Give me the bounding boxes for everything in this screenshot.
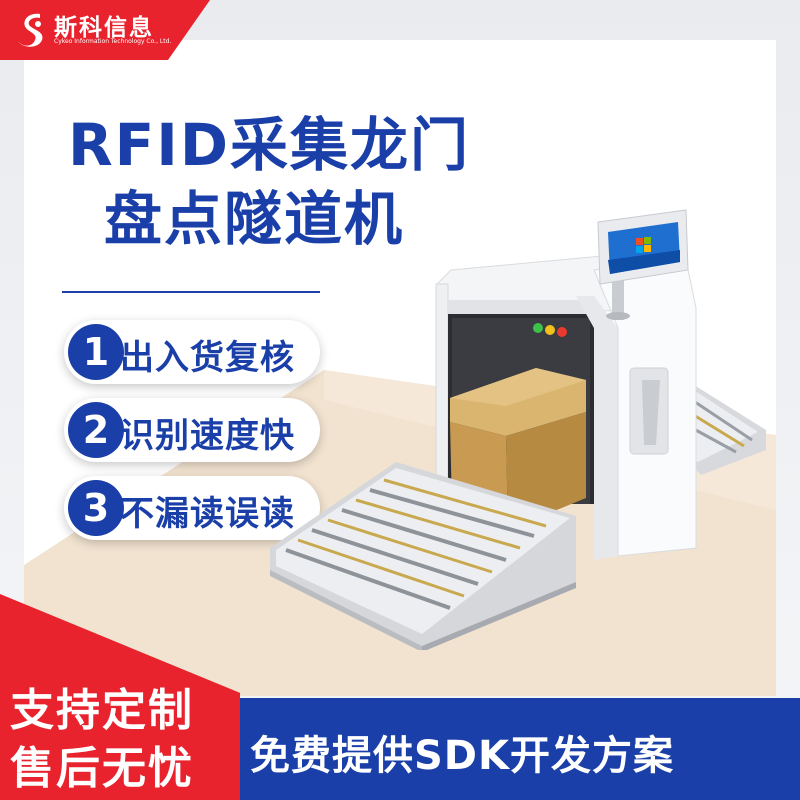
feature-pill-3: 3 不漏读误读 <box>64 476 320 540</box>
brand-logo-icon <box>18 13 43 47</box>
feature-pill-2: 2 识别速度快 <box>64 398 320 462</box>
title-divider <box>62 291 320 293</box>
product-title-line2: 盘点隧道机 <box>104 185 405 253</box>
touch-monitor <box>597 209 689 320</box>
brand-name-cn: 斯科信息 <box>54 15 154 41</box>
feature-number-badge: 1 <box>68 324 124 380</box>
feature-pill-1: 1 出入货复核 <box>64 320 320 384</box>
feature-number-badge: 2 <box>68 402 124 458</box>
feature-label: 不漏读误读 <box>120 494 295 534</box>
rear-conveyor <box>686 380 766 475</box>
brand-logo-banner: 斯科信息 Cykeo Information Technology Co., L… <box>0 0 210 60</box>
brand-name-en: Cykeo Information Technology Co., Ltd. <box>54 38 172 45</box>
promo-customization: 支持定制 <box>10 685 194 736</box>
feature-number-badge: 3 <box>68 480 124 536</box>
product-title-line1: RFID采集龙门 <box>68 111 471 179</box>
front-conveyor <box>270 462 576 650</box>
rfid-tunnel-machine-illustration <box>270 209 766 650</box>
feature-label: 识别速度快 <box>120 416 295 456</box>
feature-label: 出入货复核 <box>120 338 295 378</box>
promo-sdk-slogan: 免费提供SDK开发方案 <box>250 733 675 779</box>
promo-after-sales: 售后无忧 <box>10 743 194 794</box>
